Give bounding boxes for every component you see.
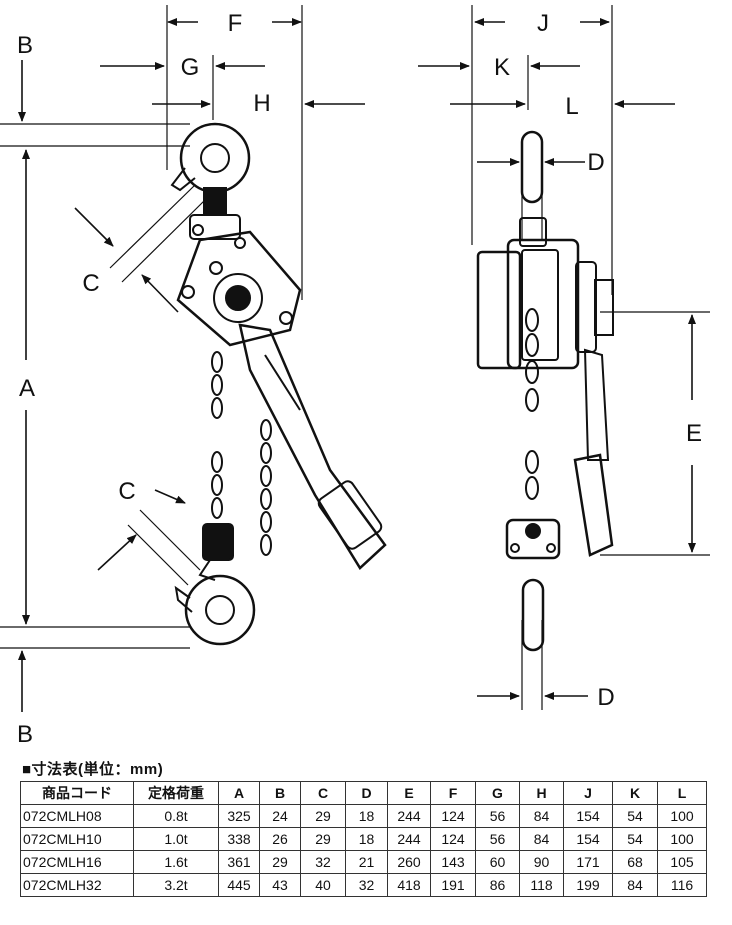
dim-label-l: L [565,93,578,120]
table-cell: 100 [657,804,707,828]
table-cell: 361 [218,850,260,874]
lever-hoist-dimension-drawing: F G H B A B C C J K L D E D [0,5,710,748]
dim-label-a: A [19,375,35,402]
dim-label-d-bottom: D [597,684,614,711]
table-cell: 21 [345,850,388,874]
table-cell: 244 [387,827,431,851]
table-header-cell: C [300,781,346,805]
table-cell: 54 [612,827,658,851]
table-header-cell: 定格荷重 [133,781,219,805]
table-cell: 418 [387,873,431,897]
table-cell: 32 [300,850,346,874]
product-code-cell: 072CMLH08 [20,804,134,828]
table-cell: 56 [475,827,520,851]
dim-label-j: J [537,10,549,37]
table-cell: 3.2t [133,873,219,897]
dim-label-c-bottom: C [118,478,135,505]
table-cell: 118 [519,873,564,897]
table-cell: 54 [612,804,658,828]
dimension-table-title: ■寸法表(単位：mm) [22,761,164,778]
dim-label-b-bottom: B [17,721,33,748]
dim-label-g: G [181,54,200,81]
table-cell: 105 [657,850,707,874]
table-header-cell: F [430,781,476,805]
side-view [471,5,710,710]
table-header-cell: J [563,781,613,805]
table-cell: 0.8t [133,804,219,828]
table-cell: 325 [218,804,260,828]
table-cell: 26 [259,827,301,851]
table-cell: 68 [612,850,658,874]
table-cell: 143 [430,850,476,874]
table-cell: 18 [345,827,388,851]
table-cell: 244 [387,804,431,828]
dim-label-c-top: C [82,270,99,297]
table-cell: 24 [259,804,301,828]
dim-label-d-top: D [587,149,604,176]
product-code-cell: 072CMLH10 [20,827,134,851]
front-view [0,5,387,649]
table-cell: 124 [430,827,476,851]
table-cell: 199 [563,873,613,897]
table-cell: 43 [259,873,301,897]
table-header-cell: B [259,781,301,805]
table-cell: 56 [475,804,520,828]
table-cell: 100 [657,827,707,851]
product-code-cell: 072CMLH32 [20,873,134,897]
table-cell: 154 [563,827,613,851]
table-cell: 445 [218,873,260,897]
table-cell: 171 [563,850,613,874]
table-cell: 154 [563,804,613,828]
table-cell: 90 [519,850,564,874]
table-cell: 84 [519,827,564,851]
table-cell: 260 [387,850,431,874]
table-cell: 29 [259,850,301,874]
table-cell: 116 [657,873,707,897]
table-cell: 124 [430,804,476,828]
table-cell: 86 [475,873,520,897]
dimension-arrows [18,18,696,712]
table-header-cell: 商品コード [20,781,134,805]
table-cell: 84 [612,873,658,897]
table-cell: 60 [475,850,520,874]
dim-label-b-top: B [17,32,33,59]
table-cell: 1.6t [133,850,219,874]
dim-label-h: H [253,90,270,117]
table-cell: 29 [300,804,346,828]
table-cell: 40 [300,873,346,897]
dim-label-f: F [228,10,243,37]
table-cell: 1.0t [133,827,219,851]
table-cell: 32 [345,873,388,897]
table-header-cell: G [475,781,520,805]
dim-label-e: E [686,420,702,447]
table-header-cell: K [612,781,658,805]
dim-label-k: K [494,54,510,81]
table-cell: 191 [430,873,476,897]
table-cell: 84 [519,804,564,828]
table-cell: 338 [218,827,260,851]
table-cell: 29 [300,827,346,851]
table-header-cell: L [657,781,707,805]
table-header-cell: H [519,781,564,805]
product-code-cell: 072CMLH16 [20,850,134,874]
table-cell: 18 [345,804,388,828]
table-header-cell: A [218,781,260,805]
table-header-cell: E [387,781,431,805]
table-header-cell: D [345,781,388,805]
